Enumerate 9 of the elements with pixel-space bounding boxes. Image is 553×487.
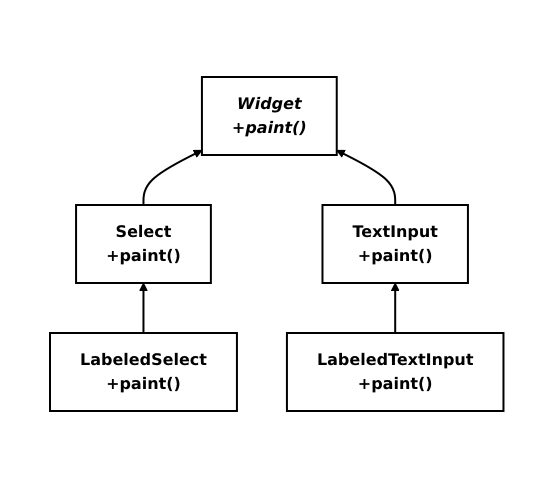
node-box: Widget +paint() [200, 76, 338, 156]
node-box: Select +paint() [74, 204, 212, 284]
node-box: TextInput +paint() [321, 204, 469, 284]
node-box: LabeledSelect +paint() [48, 332, 238, 412]
arrow [390, 282, 400, 332]
node-box: LabeledTextInput +paint() [286, 332, 504, 412]
arrow [336, 149, 396, 204]
arrow [138, 282, 148, 332]
arrow [142, 149, 202, 204]
